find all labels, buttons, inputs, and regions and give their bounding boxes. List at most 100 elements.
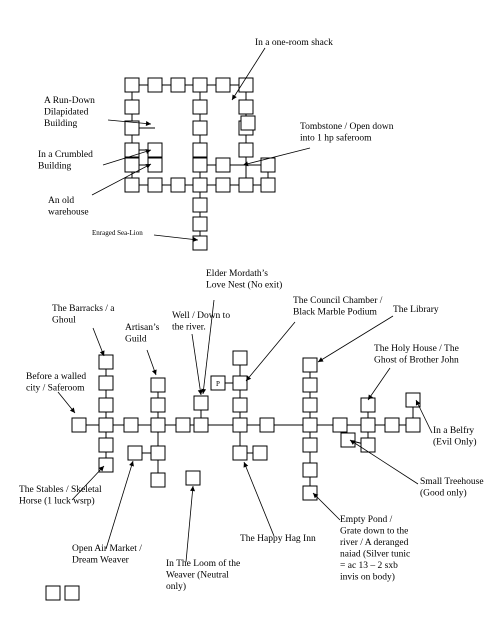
- label-arrow: [71, 465, 105, 501]
- arrowhead: [145, 164, 151, 169]
- label-line: the river.: [172, 323, 206, 333]
- map-room: [232, 350, 248, 366]
- map-room: [232, 397, 248, 413]
- label-line: Ghost of Brother John: [374, 355, 459, 366]
- label-line: naiad (Silver tunic: [340, 549, 410, 560]
- label-line: Black Marble Podium: [293, 308, 378, 318]
- label-arrow: [107, 119, 152, 125]
- label-arrow: [415, 399, 433, 434]
- map-room: [302, 437, 318, 453]
- label-line: only): [166, 581, 186, 592]
- arrowhead: [145, 121, 151, 127]
- label-line: The Stables / Skeletal: [19, 485, 102, 495]
- label-line: into 1 hp saferoom: [300, 133, 372, 144]
- map-room: [360, 437, 376, 453]
- map-room: [150, 397, 166, 413]
- label-line: The Happy Hag Inn: [240, 534, 316, 544]
- map-room: [150, 445, 166, 461]
- arrowhead: [350, 440, 356, 445]
- label-line: A Run-Down: [44, 96, 95, 106]
- map-room: [260, 177, 276, 193]
- arrowhead: [246, 375, 252, 381]
- label-arrow: [105, 460, 134, 550]
- label-arrow: [92, 327, 105, 357]
- label-line: Building: [38, 162, 72, 172]
- label-library: The Library: [393, 305, 439, 315]
- map-room: [147, 77, 163, 93]
- map-room: [238, 177, 254, 193]
- map-room: [215, 157, 231, 173]
- map-room: [192, 120, 208, 136]
- arrowhead: [318, 357, 324, 362]
- arrowhead: [313, 493, 319, 499]
- label-arrow: [153, 234, 199, 241]
- map-room: [302, 462, 318, 478]
- map-room: [332, 417, 348, 433]
- label-line: Guild: [125, 335, 147, 345]
- label-line: invis on body): [340, 572, 395, 583]
- arrowhead: [190, 486, 196, 492]
- map-room: [124, 177, 140, 193]
- label-arrow: [245, 321, 296, 382]
- map-room: [260, 157, 276, 173]
- label-line: Horse (1 luck wsrp): [19, 496, 95, 507]
- arrowhead: [69, 407, 75, 413]
- label-market: Open Air Market /Dream Weaver: [72, 544, 142, 566]
- label-arrow: [367, 367, 391, 401]
- arrowhead: [99, 350, 105, 356]
- label-line: The Barracks / a: [52, 304, 115, 314]
- label-line: Dilapidated: [44, 108, 89, 118]
- arrowhead: [192, 236, 198, 242]
- map-room: [124, 77, 140, 93]
- label-line: river / A deranged: [340, 538, 409, 548]
- label-line: Empty Pond /: [340, 515, 393, 525]
- map-room: [192, 177, 208, 193]
- label-arrow: [243, 461, 275, 537]
- map-room: [360, 397, 376, 413]
- map-room: [384, 417, 400, 433]
- map-room: [98, 437, 114, 453]
- label-line: Well / Down to: [172, 311, 230, 321]
- map-room: [232, 445, 248, 461]
- map-room: [127, 445, 143, 461]
- map-room: [71, 417, 87, 433]
- map-room: [340, 432, 356, 448]
- arrowhead: [151, 369, 157, 375]
- label-line: Before a walled: [26, 371, 86, 382]
- map-rooms: [45, 77, 421, 601]
- map-room: [124, 120, 140, 136]
- label-line: Dream Weaver: [72, 556, 130, 566]
- map-room: [124, 142, 140, 158]
- podium-mark: P: [216, 380, 220, 388]
- label-arrow: [242, 147, 311, 166]
- label-line: The Council Chamber /: [293, 296, 383, 306]
- map-room: [98, 417, 114, 433]
- label-line: Tombstone / Open down: [300, 122, 394, 132]
- label-council: The Council Chamber / Black Marble Podium: [293, 296, 383, 318]
- label-arrow: [312, 492, 341, 521]
- arrowhead: [243, 161, 249, 167]
- map-room: [302, 377, 318, 393]
- map-room: [150, 472, 166, 488]
- map-room: [150, 377, 166, 393]
- label-arrow: [231, 47, 266, 101]
- label-line: Building: [44, 119, 78, 129]
- map-room: [232, 417, 248, 433]
- label-line: An old: [48, 196, 74, 206]
- map-room: [238, 142, 254, 158]
- map-room: [170, 77, 186, 93]
- map-room: [123, 417, 139, 433]
- map-room: [98, 397, 114, 413]
